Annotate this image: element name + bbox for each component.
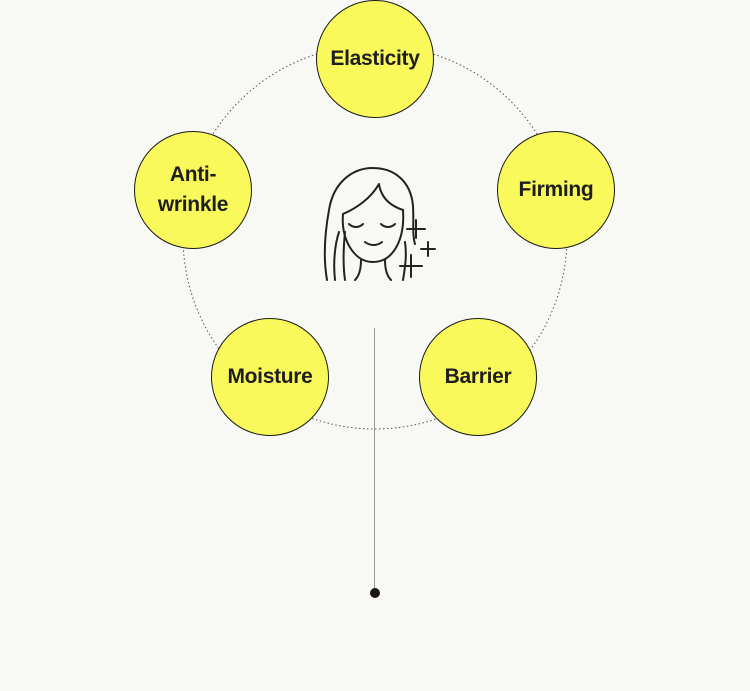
node-elasticity: Elasticity xyxy=(316,0,434,118)
node-barrier: Barrier xyxy=(419,318,537,436)
connector-line xyxy=(374,328,375,593)
node-elasticity-label: Elasticity xyxy=(330,47,420,70)
node-antiwrinkle-label: Anti- wrinkle xyxy=(157,163,229,216)
node-firming-label: Firming xyxy=(518,178,594,201)
node-antiwrinkle: Anti- wrinkle xyxy=(134,131,252,249)
node-moisture: Moisture xyxy=(211,318,329,436)
node-moisture-label: Moisture xyxy=(227,365,313,388)
node-firming: Firming xyxy=(497,131,615,249)
node-barrier-label: Barrier xyxy=(444,365,512,388)
woman-face-sparkle-icon xyxy=(323,167,436,281)
connector-dot xyxy=(370,588,380,598)
